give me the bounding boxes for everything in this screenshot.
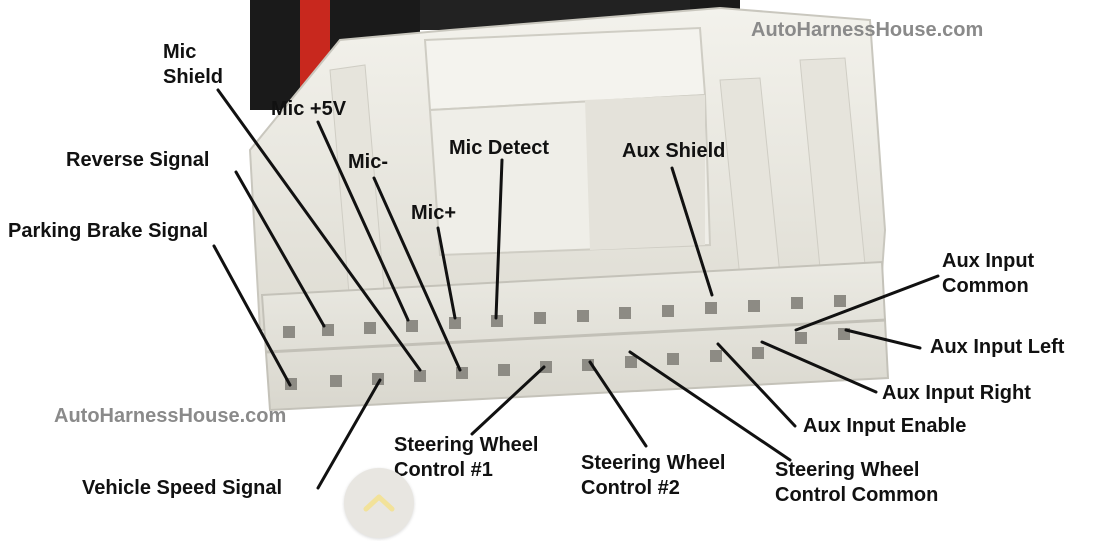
leader-line-aux-input-enable [716, 342, 797, 428]
label-aux-input-left: Aux Input Left [930, 336, 1065, 358]
pin-hole [710, 350, 722, 362]
label-reverse-signal: Reverse Signal [66, 149, 210, 171]
pin-hole [449, 317, 461, 329]
label-swc-1-line1: Steering Wheel [394, 434, 539, 456]
pin-hole [456, 367, 468, 379]
pin-holes [283, 295, 850, 390]
leader-line-reverse-signal [234, 170, 326, 328]
label-mic-shield-line2: Shield [163, 66, 224, 88]
pin-hole [625, 356, 637, 368]
label-aux-input-common-line2: Common [942, 275, 1029, 297]
watermark-bottom: AutoHarnessHouse.com [54, 405, 287, 427]
label-mic-detect: Mic Detect [449, 137, 550, 159]
leader-line-vehicle-speed [316, 378, 382, 490]
leader-line-swc-2 [588, 360, 648, 448]
label-mic-shield: Mic Shield [163, 40, 223, 90]
leader-line-aux-input-common [794, 274, 940, 332]
leader-line-mic-detect [494, 158, 504, 320]
label-aux-input-common: Aux Input Common [942, 249, 1034, 299]
pin-hole [534, 312, 546, 324]
label-aux-input-right: Aux Input Right [882, 382, 1031, 404]
leader-line-mic-plus [436, 226, 457, 320]
leader-line-mic-minus [372, 176, 462, 372]
leader-line-mic-5v [316, 120, 410, 322]
leader-line-aux-shield [670, 166, 714, 297]
leader-line-swc-common [628, 350, 792, 462]
scroll-up-button[interactable] [344, 468, 414, 538]
label-aux-input-common-line1: Aux Input [942, 250, 1035, 272]
leader-lines [212, 88, 940, 490]
label-vehicle-speed-signal: Vehicle Speed Signal [82, 477, 283, 499]
label-swc-2: Steering Wheel Control #2 [581, 451, 725, 501]
pin-hole [491, 315, 503, 327]
leader-line-parking-brake [212, 244, 292, 387]
pin-hole [540, 361, 552, 373]
pin-hole [372, 373, 384, 385]
pin-hole [834, 295, 846, 307]
pin-hole [619, 307, 631, 319]
pin-hole [406, 320, 418, 332]
leader-line-aux-input-right [760, 340, 878, 394]
pin-hole [364, 322, 376, 334]
label-swc-1: Steering Wheel Control #1 [394, 433, 538, 483]
label-swc-common-line2: Control Common [775, 484, 939, 506]
label-swc-2-line1: Steering Wheel [581, 452, 726, 474]
pin-hole [705, 302, 717, 314]
pin-hole [752, 347, 764, 359]
pin-hole [414, 370, 426, 382]
pin-hole [330, 375, 342, 387]
chevron-up-icon [363, 494, 395, 512]
pin-hole [791, 297, 803, 309]
label-aux-shield: Aux Shield [622, 140, 726, 162]
watermark-top: AutoHarnessHouse.com [751, 19, 984, 41]
label-mic-minus: Mic- [348, 151, 388, 173]
label-aux-input-enable: Aux Input Enable [803, 415, 967, 437]
connector-body [248, 6, 890, 412]
pin-hole [498, 364, 510, 376]
label-swc-common-line1: Steering Wheel [775, 459, 920, 481]
label-swc-common: Steering Wheel Control Common [775, 458, 938, 508]
label-parking-brake-signal: Parking Brake Signal [8, 220, 209, 242]
pin-hole [577, 310, 589, 322]
leader-line-aux-input-left [844, 328, 922, 350]
label-mic-shield-line1: Mic [163, 41, 197, 63]
label-mic-5v: Mic +5V [271, 98, 347, 120]
leader-line-mic-shield [216, 88, 422, 372]
label-swc-1-line2: Control #1 [394, 459, 493, 481]
label-mic-plus: Mic+ [411, 202, 457, 224]
pin-hole [748, 300, 760, 312]
label-swc-2-line2: Control #2 [581, 477, 680, 499]
leader-line-swc-1 [470, 365, 546, 436]
pin-hole [795, 332, 807, 344]
pin-hole [283, 326, 295, 338]
pin-hole [667, 353, 679, 365]
pin-hole [662, 305, 674, 317]
